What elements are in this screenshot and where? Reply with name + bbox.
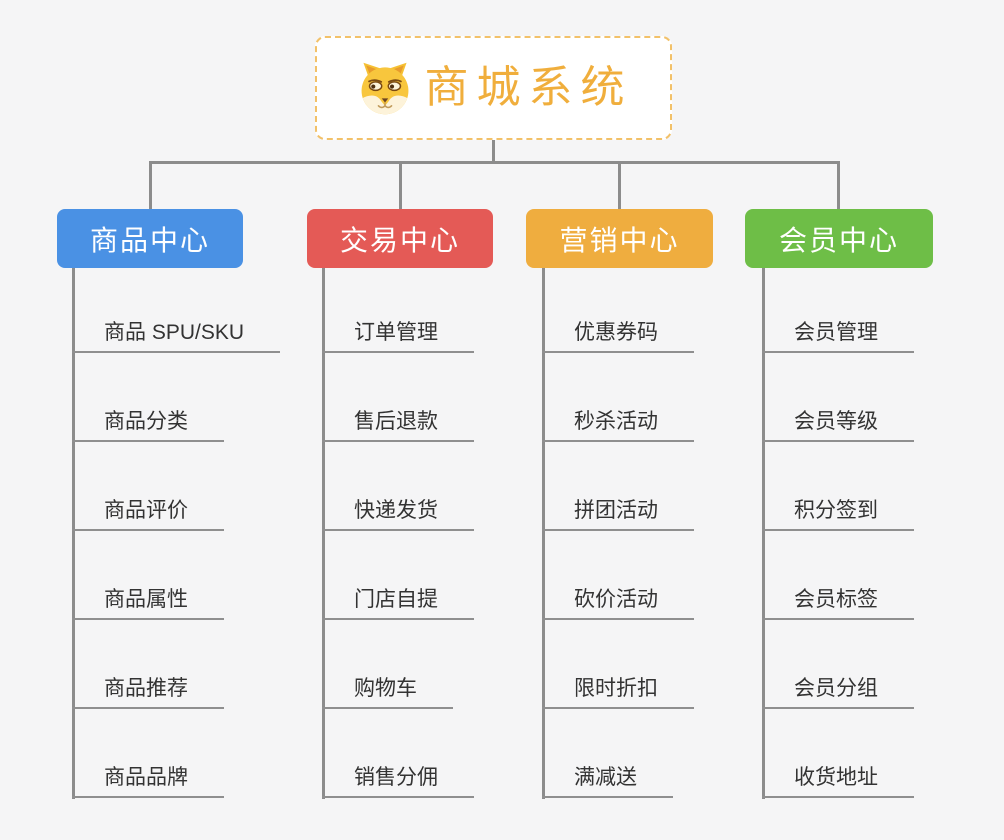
node-item[interactable]: 商品品牌 <box>72 765 224 798</box>
node-item[interactable]: 砍价活动 <box>542 587 694 620</box>
connector-root-drop <box>492 140 495 162</box>
node-item[interactable]: 会员管理 <box>762 320 914 353</box>
node-item[interactable]: 门店自提 <box>322 587 474 620</box>
dog-face-icon <box>361 62 408 115</box>
trunk-product-center <box>72 268 75 799</box>
node-item[interactable]: 优惠券码 <box>542 320 694 353</box>
node-item[interactable]: 售后退款 <box>322 409 474 442</box>
branch-member-center[interactable]: 会员中心 <box>745 209 933 268</box>
node-item[interactable]: 限时折扣 <box>542 676 694 709</box>
node-item[interactable]: 商品分类 <box>72 409 224 442</box>
connector-drop-3 <box>618 161 621 209</box>
connector-drop-1 <box>149 161 152 209</box>
trunk-member-center <box>762 268 765 799</box>
node-item[interactable]: 快递发货 <box>322 498 474 531</box>
node-item[interactable]: 会员等级 <box>762 409 914 442</box>
node-item[interactable]: 订单管理 <box>322 320 474 353</box>
root-title: 商城系统 <box>424 63 633 112</box>
node-item[interactable]: 购物车 <box>322 676 453 709</box>
node-item[interactable]: 商品属性 <box>72 587 224 620</box>
node-item[interactable]: 商品评价 <box>72 498 224 531</box>
root-node[interactable]: 商城系统 <box>315 36 672 140</box>
node-item[interactable]: 秒杀活动 <box>542 409 694 442</box>
node-item[interactable]: 会员分组 <box>762 676 914 709</box>
branch-product-center[interactable]: 商品中心 <box>57 209 243 268</box>
node-item[interactable]: 商品推荐 <box>72 676 224 709</box>
node-item[interactable]: 商品 SPU/SKU <box>72 320 281 353</box>
trunk-marketing-center <box>542 268 545 799</box>
node-item[interactable]: 销售分佣 <box>322 765 474 798</box>
connector-bus <box>149 161 840 164</box>
node-item[interactable]: 拼团活动 <box>542 498 694 531</box>
node-item[interactable]: 收货地址 <box>762 765 914 798</box>
connector-drop-4 <box>837 161 840 209</box>
node-item[interactable]: 会员标签 <box>762 587 914 620</box>
node-item[interactable]: 积分签到 <box>762 498 914 531</box>
connector-drop-2 <box>399 161 402 209</box>
trunk-trade-center <box>322 268 325 799</box>
branch-marketing-center[interactable]: 营销中心 <box>526 209 713 268</box>
branch-trade-center[interactable]: 交易中心 <box>307 209 493 268</box>
node-item[interactable]: 满减送 <box>542 765 673 798</box>
